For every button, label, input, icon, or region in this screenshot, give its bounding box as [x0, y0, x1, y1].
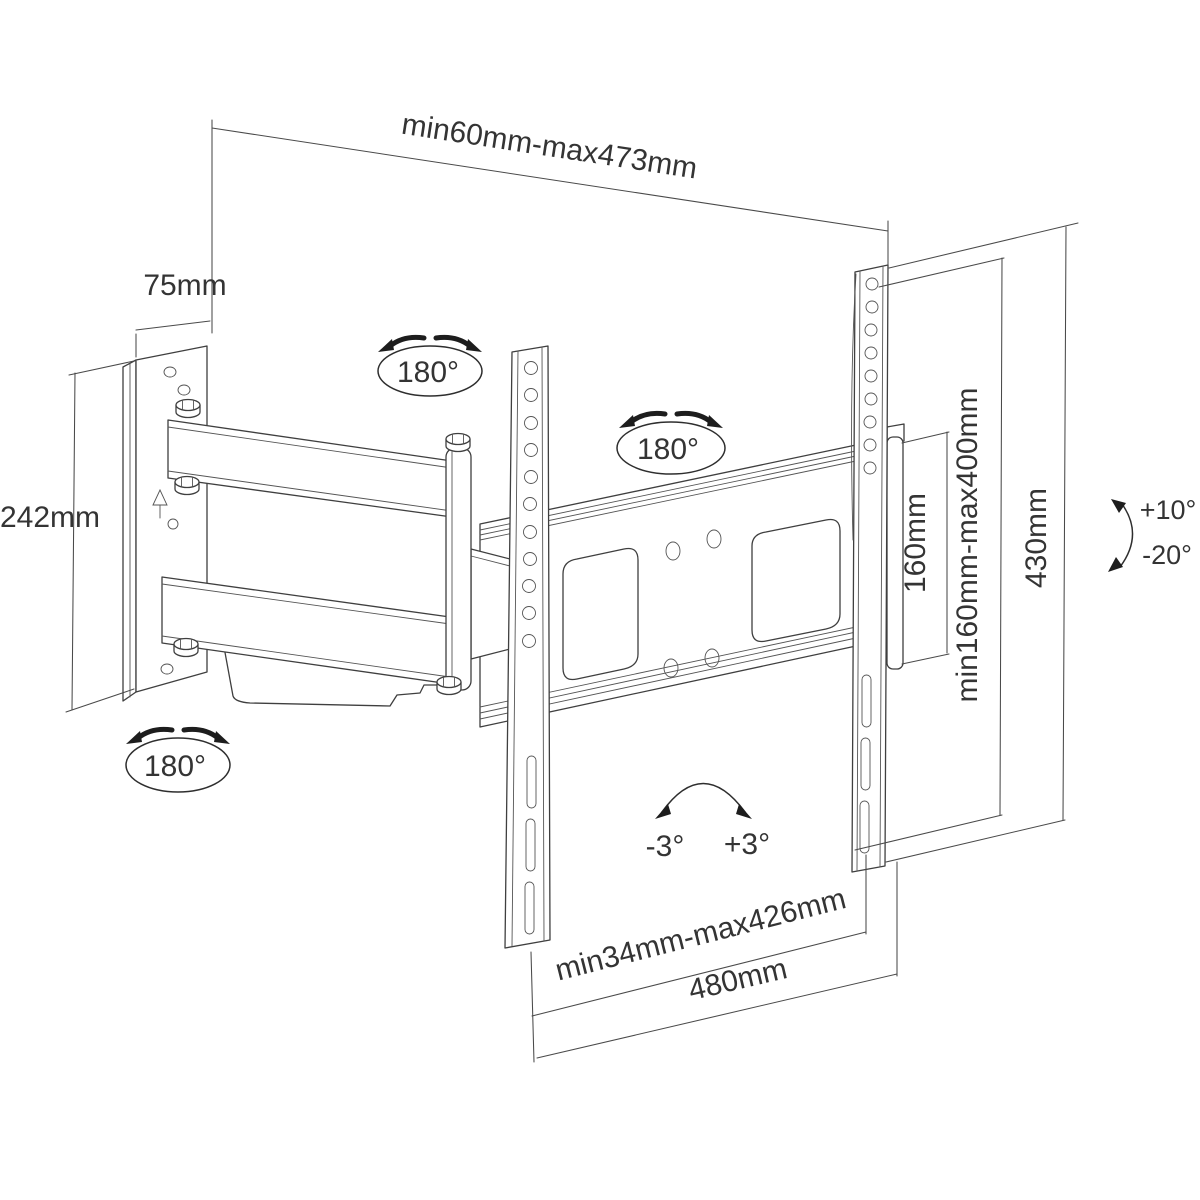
rotate-right-arrow-icon — [181, 726, 221, 741]
tilt-up-label: +10° — [1140, 495, 1197, 525]
vesa-height-range-label: min160mm-max400mm — [951, 387, 984, 702]
tilt-down-label: -20° — [1142, 540, 1192, 570]
bracket-height-label: 430mm — [1020, 488, 1053, 588]
dim-bracket-height: 430mm — [885, 222, 1079, 863]
wall-plate-width-label: 75mm — [143, 269, 226, 302]
rotate-left-arrow-icon — [135, 726, 175, 741]
dim-wall-plate-width: 75mm — [135, 269, 227, 358]
vesa-cutout-right — [751, 518, 841, 643]
articulating-arm-upper — [167, 419, 453, 518]
bolt-icon — [174, 475, 200, 496]
bolt-icon — [436, 675, 462, 696]
level-left-label: -3° — [646, 830, 685, 863]
tilt-indicator: +10° -20° — [1108, 495, 1196, 572]
swivel-wall-label: 180° — [144, 750, 206, 783]
rotate-left-arrow-icon — [387, 334, 427, 349]
left-rail — [504, 345, 551, 949]
level-indicator: -3° +3° — [646, 782, 770, 863]
right-rail-holes — [863, 277, 879, 475]
vesa-holes — [663, 529, 722, 678]
dim-extension-range: min60mm-max473mm — [211, 108, 889, 334]
right-rail — [851, 264, 889, 873]
swivel-arm-label: 180° — [397, 356, 459, 389]
left-rail-slots — [524, 755, 537, 935]
rotate-right-arrow-icon — [674, 410, 714, 425]
wall-plate-height-label: 242mm — [0, 501, 100, 534]
bolt-icon — [173, 637, 199, 658]
extension-range-label: min60mm-max473mm — [399, 108, 699, 186]
vesa-slider-bar — [886, 423, 905, 670]
level-arc-icon — [661, 782, 746, 813]
vesa-bar-height-label: 160mm — [899, 493, 932, 593]
dim-vesa-height-range: min160mm-max400mm — [854, 257, 1005, 851]
swivel-tv-label: 180° — [637, 433, 699, 466]
left-rail-holes — [522, 361, 538, 648]
dim-wall-plate-height: 242mm — [0, 360, 135, 713]
level-right-label: +3° — [724, 828, 770, 861]
rotate-right-arrow-icon — [433, 334, 473, 349]
swivel-indicator-wall: 180° — [125, 726, 231, 793]
rotate-left-arrow-icon — [628, 410, 668, 425]
up-arrow-icon — [152, 488, 168, 519]
elbow-joint — [445, 447, 472, 691]
bolt-icon — [175, 398, 201, 419]
tilt-arc-icon — [1119, 503, 1134, 568]
right-rail-slots — [859, 674, 872, 854]
vesa-cutout-left — [562, 547, 639, 681]
wall-plate-holes — [160, 366, 191, 675]
swivel-indicator-tv: 180° — [616, 410, 726, 475]
dim-vesa-bar-height: 160mm — [899, 431, 950, 665]
dim-vesa-width-range: min34mm-max426mm — [530, 854, 867, 1063]
bracket-width-label: 480mm — [685, 952, 790, 1007]
swivel-indicator-arm: 180° — [377, 334, 483, 397]
bolt-icon — [445, 432, 471, 453]
vesa-link — [470, 548, 511, 660]
